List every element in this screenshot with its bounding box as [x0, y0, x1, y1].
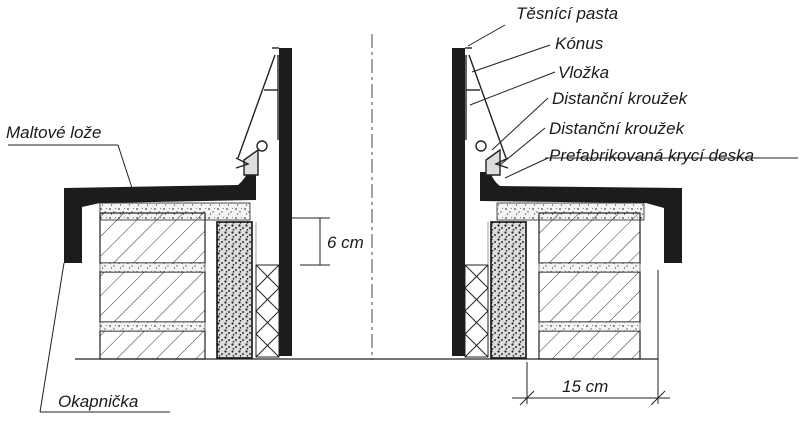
- shaft-upper-lines: [255, 222, 489, 265]
- label-okapnicka: Okapnička: [58, 392, 138, 411]
- shaft-lining-left: [255, 264, 280, 358]
- dimension-6cm: [292, 217, 330, 266]
- brick-left-1: [99, 212, 206, 264]
- cover-slab-left: [64, 172, 256, 263]
- brick-right-3: [538, 330, 641, 360]
- flue-liner-right-wall: [452, 48, 465, 356]
- mortar-joint-left-1: [99, 262, 206, 273]
- dimension-label-6cm: 6 cm: [327, 233, 364, 252]
- label-konus: Kónus: [555, 34, 604, 53]
- dimension-label-15cm: 15 cm: [562, 377, 608, 396]
- label-maltove-loze: Maltové lože: [6, 123, 101, 142]
- brick-right-2: [538, 271, 641, 323]
- mortar-joint-left-2: [99, 321, 206, 332]
- insulation-block-right: [490, 221, 527, 359]
- brick-right-1: [538, 212, 641, 264]
- mortar-joint-right-1: [538, 262, 641, 273]
- label-prefabrikovana-kryci-deska: Prefabrikovaná krycí deska: [549, 146, 754, 165]
- flue-liner-left-wall: [279, 48, 292, 356]
- insulation-block-left: [216, 221, 253, 359]
- mortar-joint-right-2: [538, 321, 641, 332]
- cover-slab-right: [480, 172, 682, 263]
- label-distancni-krouzek-2: Distanční kroužek: [549, 119, 686, 138]
- label-vlozka: Vložka: [558, 63, 609, 82]
- brick-left-2: [99, 271, 206, 323]
- shaft-lining-right: [464, 264, 489, 358]
- label-distancni-krouzek-1: Distanční kroužek: [552, 89, 689, 108]
- dimension-15cm: [512, 270, 670, 406]
- cone-assembly-left: [235, 47, 279, 176]
- leader-lines: [8, 24, 798, 413]
- brick-left-3: [99, 330, 206, 360]
- label-tesnici-pasta: Těsnící pasta: [516, 4, 618, 23]
- cone-assembly-right: [465, 47, 509, 176]
